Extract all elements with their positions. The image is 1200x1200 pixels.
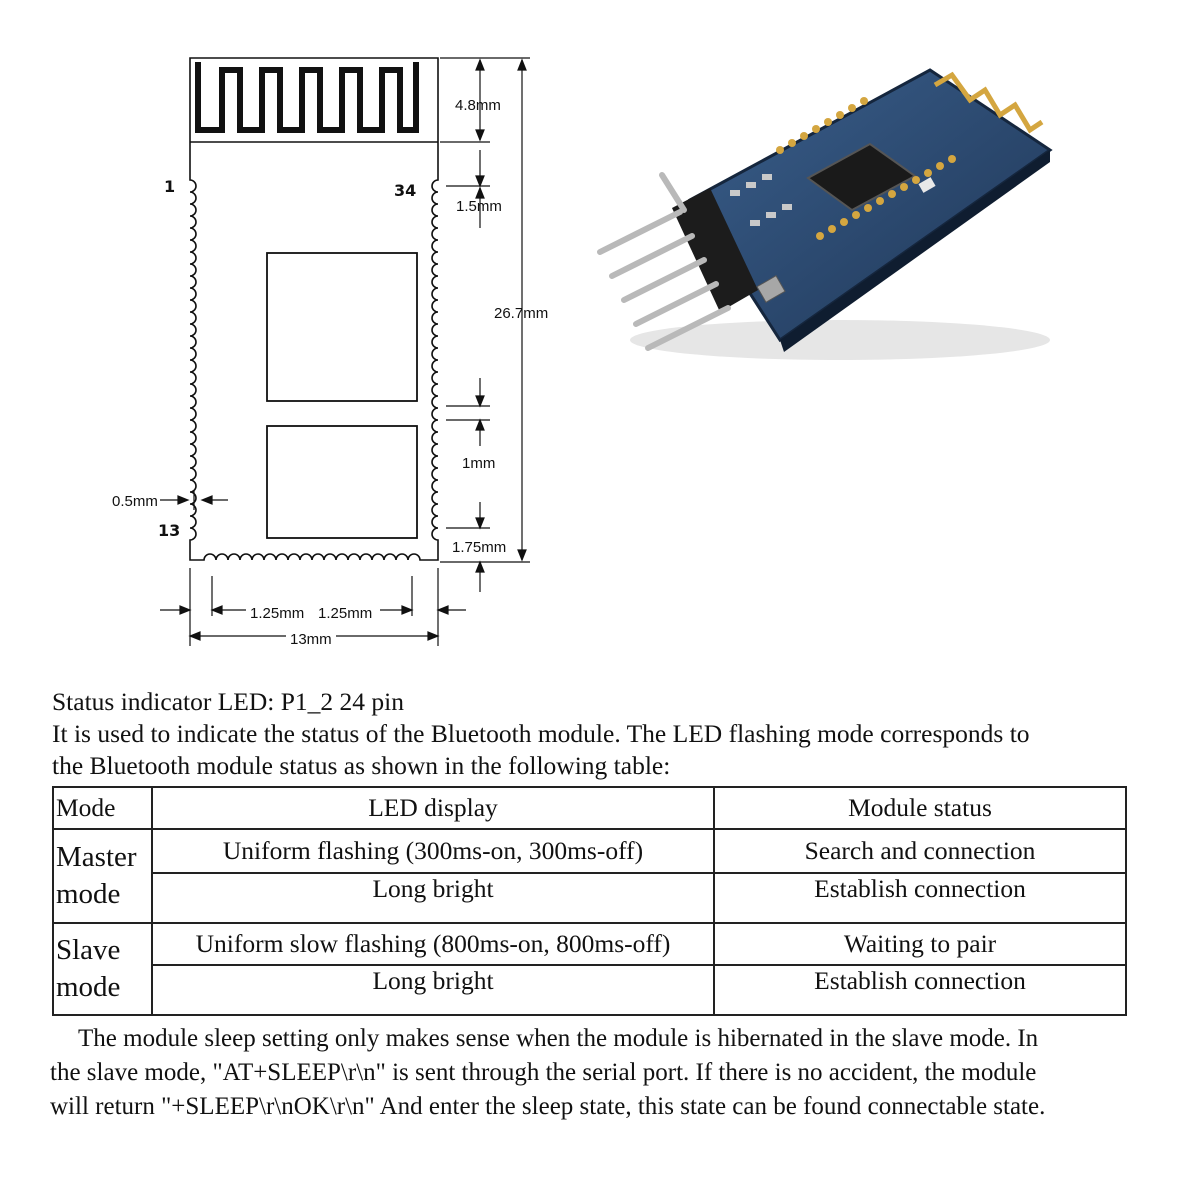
dimension-lines: [160, 57, 530, 646]
shadow: [630, 320, 1050, 360]
module-outline: [189, 57, 439, 561]
pin-13-label: 13: [158, 521, 180, 540]
master-status-1: Search and connection: [713, 828, 1127, 874]
slave-status-2: Establish connection: [713, 964, 1127, 1016]
dim-pad-offset: 1.5mm: [456, 198, 502, 215]
dim-antenna-height: 4.8mm: [455, 97, 501, 114]
dim-bottom-left: 1.25mm: [250, 605, 304, 622]
table-row: Master mode Uniform flashing (300ms-on, …: [52, 828, 1127, 924]
pcb-antenna: [933, 71, 1044, 134]
shield-box-top: [266, 252, 418, 402]
sleep-line-3: will return "+SLEEP\r\nOK\r\n" And enter…: [50, 1093, 1046, 1120]
smd-components: [730, 174, 792, 226]
table-header-row: Mode LED display Module status: [52, 786, 1127, 830]
dim-width: 13mm: [290, 631, 332, 648]
dim-total-length: 26.7mm: [494, 305, 548, 322]
sleep-line-2: the slave mode, "AT+SLEEP\r\n" is sent t…: [50, 1059, 1037, 1086]
table-row: Long bright Establish connection: [53, 964, 1127, 1016]
sleep-line-1: The module sleep setting only makes sens…: [78, 1025, 1039, 1052]
gold-pads: [776, 97, 956, 240]
master-mode-cell: Master mode: [52, 828, 153, 924]
bluetooth-module-photo: [597, 68, 1053, 360]
shield-box-bottom: [266, 425, 418, 539]
header-pins: [597, 172, 758, 351]
master-status-2: Establish connection: [713, 872, 1127, 924]
header-led: LED display: [151, 786, 715, 830]
master-label-1: Master: [56, 841, 137, 873]
module-dimension-diagram: 1 34 13: [112, 57, 548, 648]
slave-label-1: Slave: [56, 934, 121, 966]
pin-34-label: 34: [394, 181, 416, 200]
dim-pad-depth: 0.5mm: [112, 493, 158, 510]
intro-line-2: It is used to indicate the status of the…: [52, 719, 1030, 748]
intro-text: Status indicator LED: P1_2 24 pin It is …: [52, 686, 1172, 782]
dim-pad-pitch: 1mm: [462, 455, 495, 472]
pin-1-label: 1: [164, 177, 175, 196]
header-mode: Mode: [52, 786, 153, 830]
pcb-edge: [780, 150, 1050, 352]
slave-status-1: Waiting to pair: [713, 922, 1127, 966]
button: [756, 275, 786, 303]
table-row: Long bright Establish connection: [53, 872, 1127, 924]
master-led-1: Uniform flashing (300ms-on, 300ms-off): [151, 828, 715, 874]
intro-line-3: the Bluetooth module status as shown in …: [52, 751, 671, 780]
crystal: [918, 177, 936, 193]
antenna-trace: [195, 62, 419, 133]
master-led-2: Long bright: [151, 872, 715, 924]
slave-label-2: mode: [56, 971, 121, 1003]
master-label-2: mode: [56, 878, 121, 910]
dim-bottom-offset: 1.75mm: [452, 539, 506, 556]
led-status-table: Mode LED display Module status Master mo…: [52, 786, 1127, 1016]
header-status: Module status: [713, 786, 1127, 830]
table-row: Slave mode Uniform slow flashing (800ms-…: [52, 922, 1127, 1016]
dim-bottom-right: 1.25mm: [318, 605, 372, 622]
intro-line-1: Status indicator LED: P1_2 24 pin: [52, 687, 405, 716]
sleep-description: The module sleep setting only makes sens…: [50, 1022, 1190, 1124]
slave-led-1: Uniform slow flashing (800ms-on, 800ms-o…: [151, 922, 715, 966]
slave-mode-cell: Slave mode: [52, 922, 153, 1016]
main-chip: [806, 142, 917, 212]
slave-led-2: Long bright: [151, 964, 715, 1016]
